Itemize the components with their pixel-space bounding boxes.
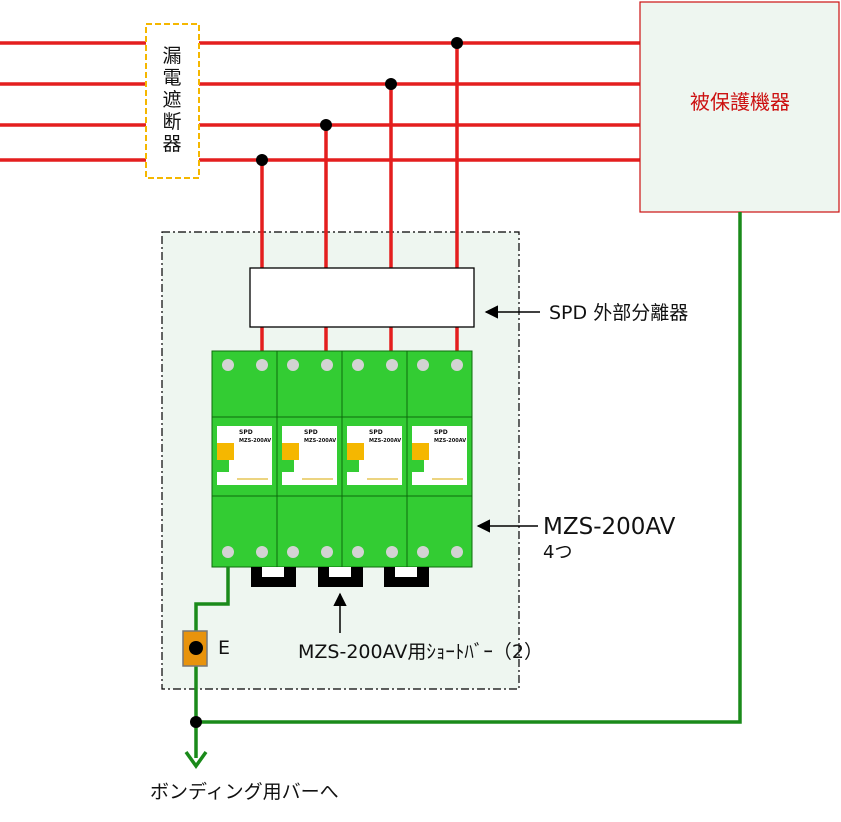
module-tag: SPD: [304, 429, 318, 436]
protected-equipment-label: 被保護機器: [690, 90, 790, 114]
earth-line-equipment: [196, 212, 742, 724]
module-tag: MZS-200AV: [304, 438, 336, 444]
protected-equipment-box: [639, 1, 840, 213]
terminal-screw: [417, 546, 429, 558]
terminal-screw: [287, 546, 299, 558]
junction-dot: [256, 154, 268, 166]
terminal-screw: [256, 359, 268, 371]
spd-module-2: SPD MZS-200AV: [276, 350, 343, 568]
spd-module-3: SPD MZS-200AV: [341, 350, 408, 568]
terminal-screw: [256, 546, 268, 558]
module-status-square: [412, 443, 429, 460]
earth-label: E: [218, 637, 230, 659]
module-status-square: [412, 460, 424, 472]
bonding-bar-label: ボンディング用バーへ: [150, 781, 339, 803]
terminal-screw: [222, 359, 234, 371]
mzs-model-label: MZS-200AV: [543, 514, 676, 540]
junction-dot: [451, 37, 463, 49]
module-tag: SPD: [369, 429, 383, 436]
short-bar-label: MZS-200AV用ｼｮｰﾄﾊﾞｰ（2）: [298, 641, 543, 663]
terminal-screw: [287, 359, 299, 371]
short-bars: [251, 567, 429, 587]
terminal-screw: [451, 359, 463, 371]
earth-lines: [184, 212, 742, 770]
module-tag: MZS-200AV: [369, 438, 401, 444]
earth-terminal-dot: [189, 641, 203, 655]
module-status-square: [217, 460, 229, 472]
junction-dot: [320, 119, 332, 131]
breaker-char: 電: [162, 67, 181, 89]
module-status-square: [217, 443, 234, 460]
module-status-square: [282, 460, 294, 472]
module-status-square: [347, 443, 364, 460]
spd-module-1: SPD MZS-200AV: [211, 350, 278, 568]
module-status-square: [347, 460, 359, 472]
breaker-char: 器: [162, 133, 181, 155]
junction-dots: [256, 37, 463, 166]
earth-junction-dot: [190, 716, 202, 728]
module-tag: SPD: [434, 429, 448, 436]
terminal-screw: [352, 546, 364, 558]
module-status-square: [282, 443, 299, 460]
terminal-screw: [386, 546, 398, 558]
terminal-screw: [451, 546, 463, 558]
spd-module-4: SPD MZS-200AV: [406, 350, 473, 568]
terminal-screw: [222, 546, 234, 558]
module-tag: MZS-200AV: [239, 438, 271, 444]
short-bar: [384, 567, 429, 587]
terminal-screw: [352, 359, 364, 371]
mzs-count-label: 4つ: [543, 542, 572, 563]
spd-disconnector-label: SPD 外部分離器: [549, 302, 688, 324]
terminal-screw: [321, 546, 333, 558]
terminal-screw: [386, 359, 398, 371]
earth-arrowhead: [184, 750, 208, 770]
breaker-char: 断: [162, 111, 181, 133]
short-bar: [251, 567, 296, 587]
module-tag: MZS-200AV: [434, 438, 466, 444]
spd-external-disconnector: [249, 267, 475, 328]
breaker-char: 遮: [162, 89, 181, 111]
junction-dot: [385, 78, 397, 90]
earth-leakage-breaker: [145, 23, 200, 179]
terminal-screw: [417, 359, 429, 371]
terminal-screw: [321, 359, 333, 371]
breaker-char: 漏: [162, 45, 181, 67]
module-tag: SPD: [239, 429, 253, 436]
earth-line-module: [194, 567, 230, 758]
short-bar: [318, 567, 363, 587]
breaker-label: 漏 電 遮 断 器: [162, 45, 181, 155]
